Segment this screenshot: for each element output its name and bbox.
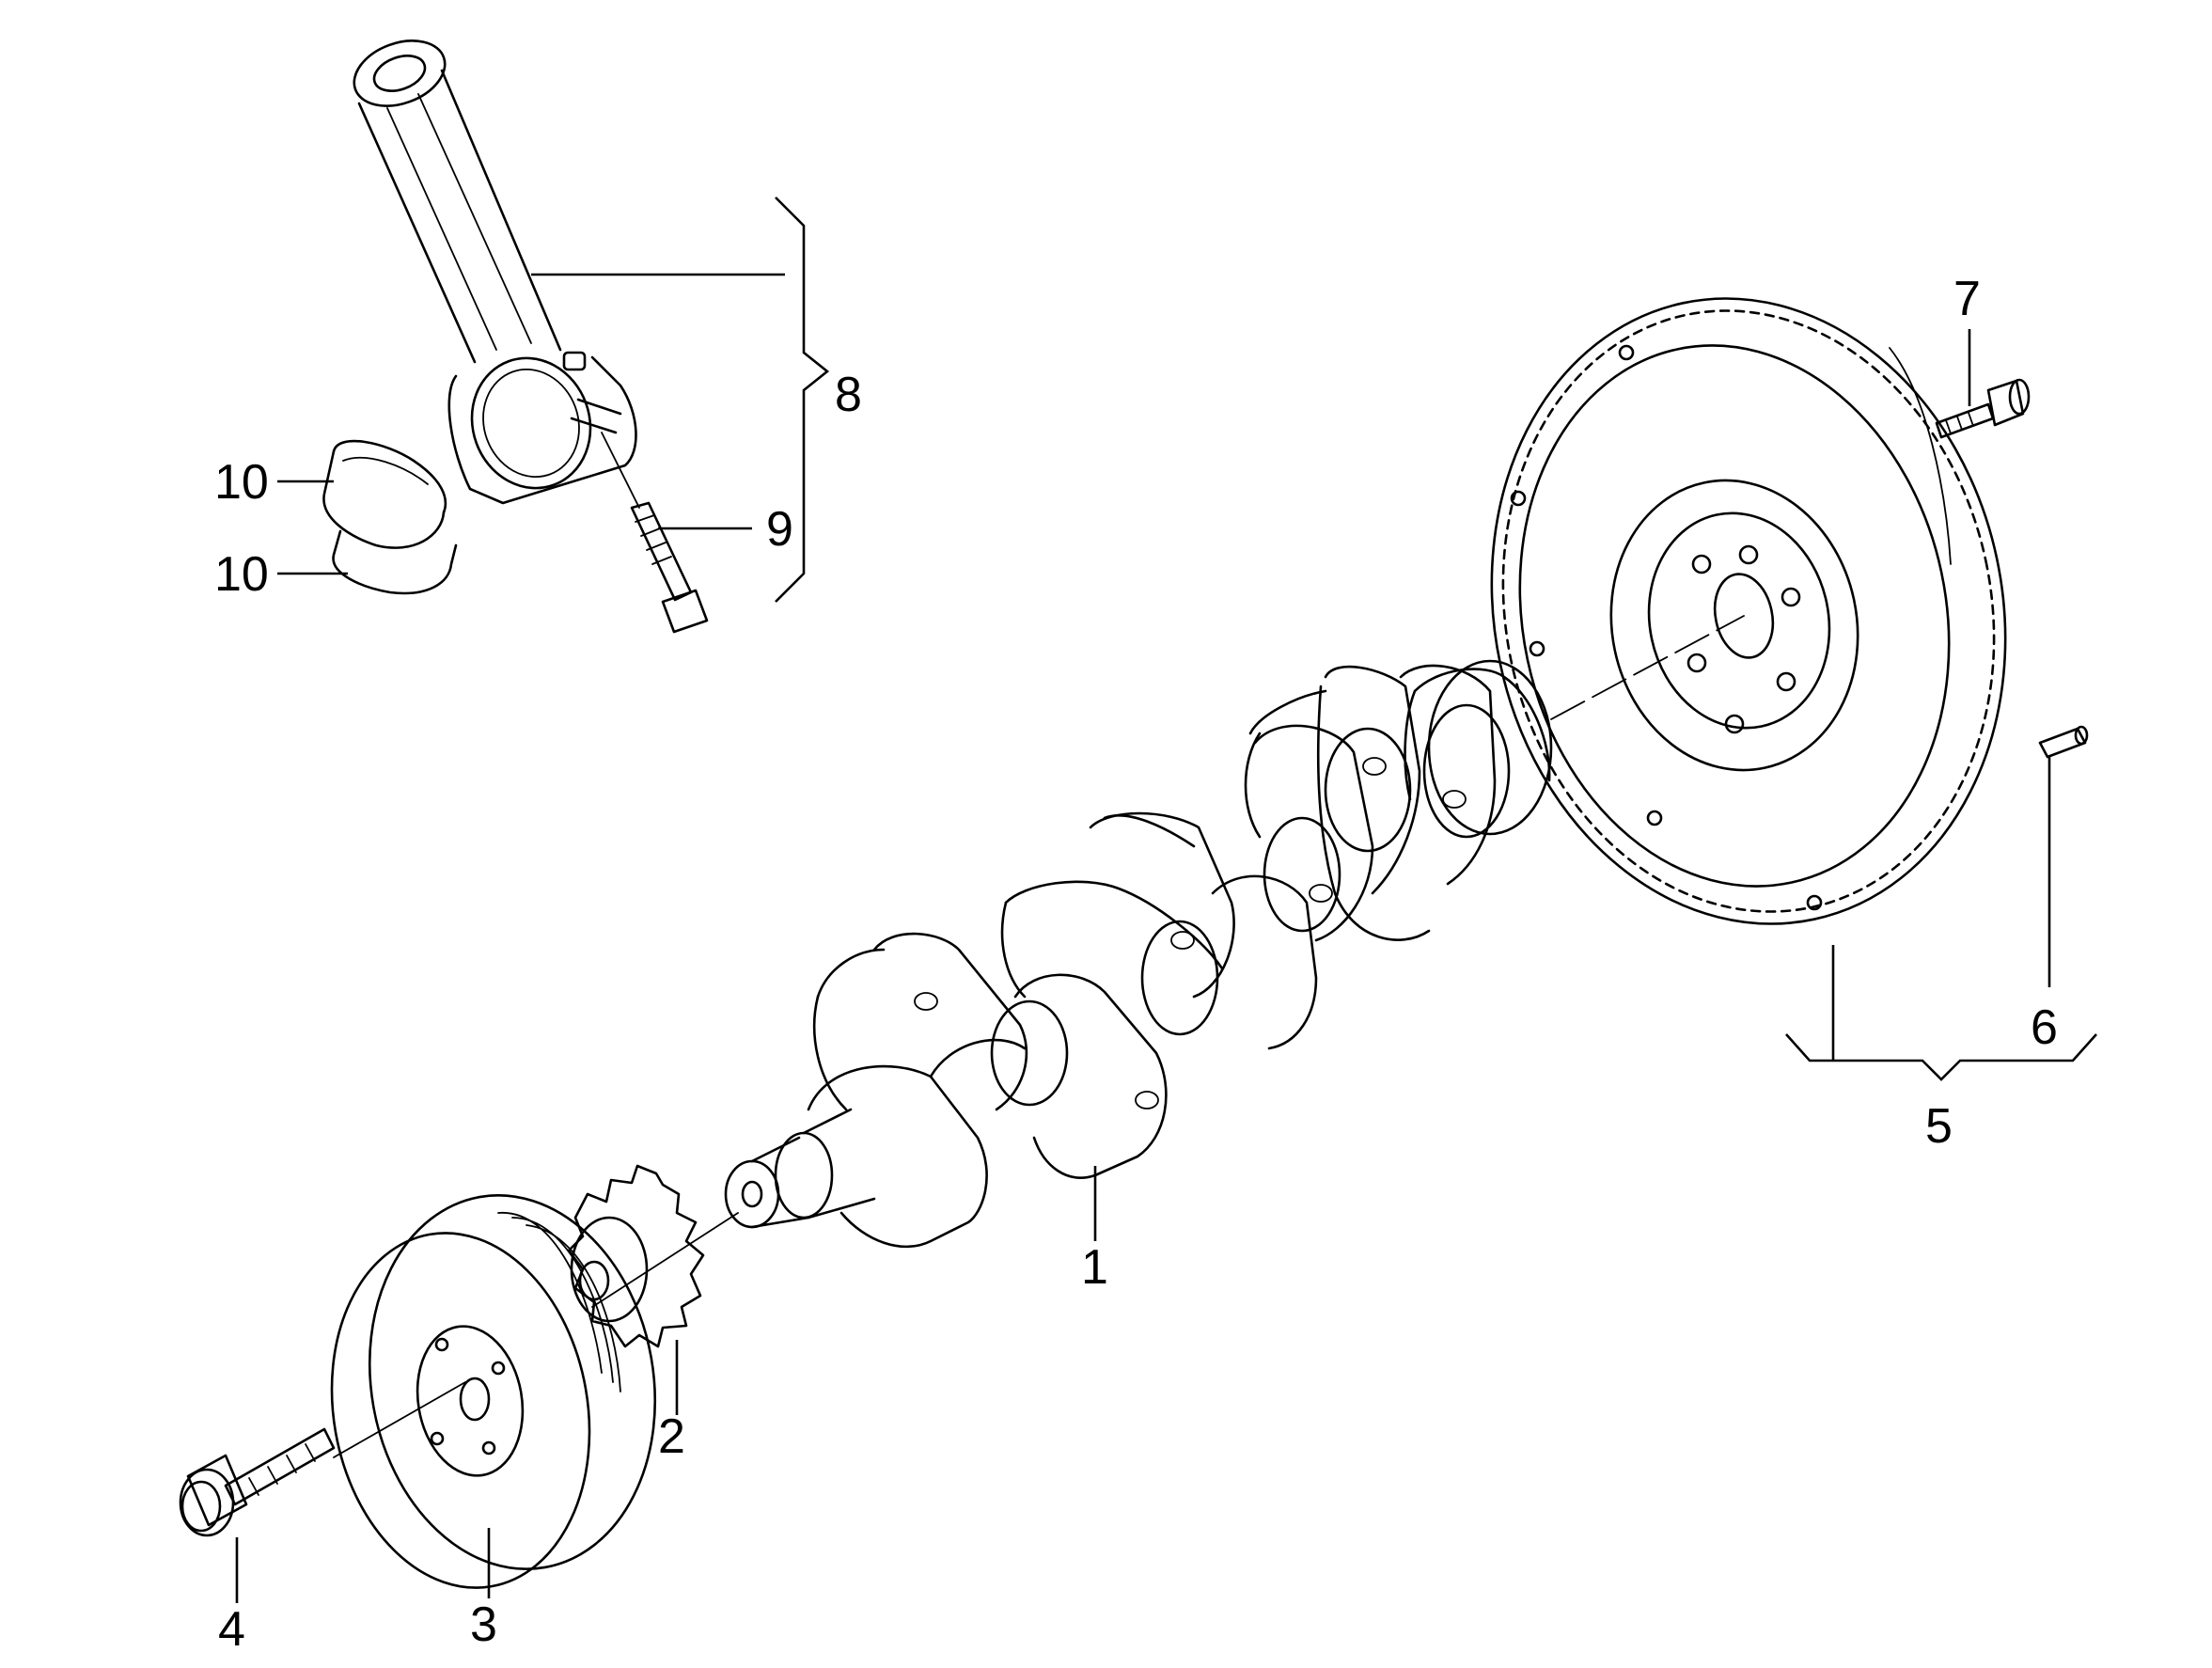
callout-10-lower: 10 — [214, 547, 269, 602]
connecting-rod[interactable] — [345, 29, 637, 505]
pulley-axis — [333, 1381, 466, 1458]
callout-4: 4 — [218, 1602, 245, 1657]
belt-pulley[interactable] — [305, 1172, 683, 1609]
pulley-bolt[interactable] — [179, 1427, 336, 1537]
flywheel[interactable] — [1435, 250, 2063, 972]
conrod-bolt[interactable] — [601, 432, 709, 634]
dowel-pin[interactable] — [2038, 725, 2089, 759]
callout-8: 8 — [835, 368, 862, 422]
crankshaft[interactable] — [724, 659, 1553, 1249]
callout-labels: 1 2 3 4 5 6 7 8 9 10 10 — [214, 272, 2058, 1657]
leader-lines — [235, 197, 2097, 1603]
bearing-shell[interactable] — [322, 439, 458, 595]
crankshaft-sprocket[interactable] — [567, 1164, 705, 1348]
bracket-5 — [1785, 1033, 2097, 1081]
callout-5: 5 — [1925, 1099, 1953, 1154]
callout-3: 3 — [470, 1597, 497, 1652]
callout-1: 1 — [1081, 1240, 1108, 1295]
flywheel-axis — [1550, 615, 1745, 720]
callout-2: 2 — [658, 1409, 685, 1464]
callout-6: 6 — [2031, 1000, 2058, 1055]
flywheel-bolt[interactable] — [1935, 378, 2031, 439]
callout-9: 9 — [766, 502, 793, 557]
callout-10-upper: 10 — [214, 455, 269, 510]
crankshaft-axis — [591, 1212, 739, 1308]
callout-7: 7 — [1953, 272, 1981, 326]
bracket-8 — [775, 197, 830, 603]
